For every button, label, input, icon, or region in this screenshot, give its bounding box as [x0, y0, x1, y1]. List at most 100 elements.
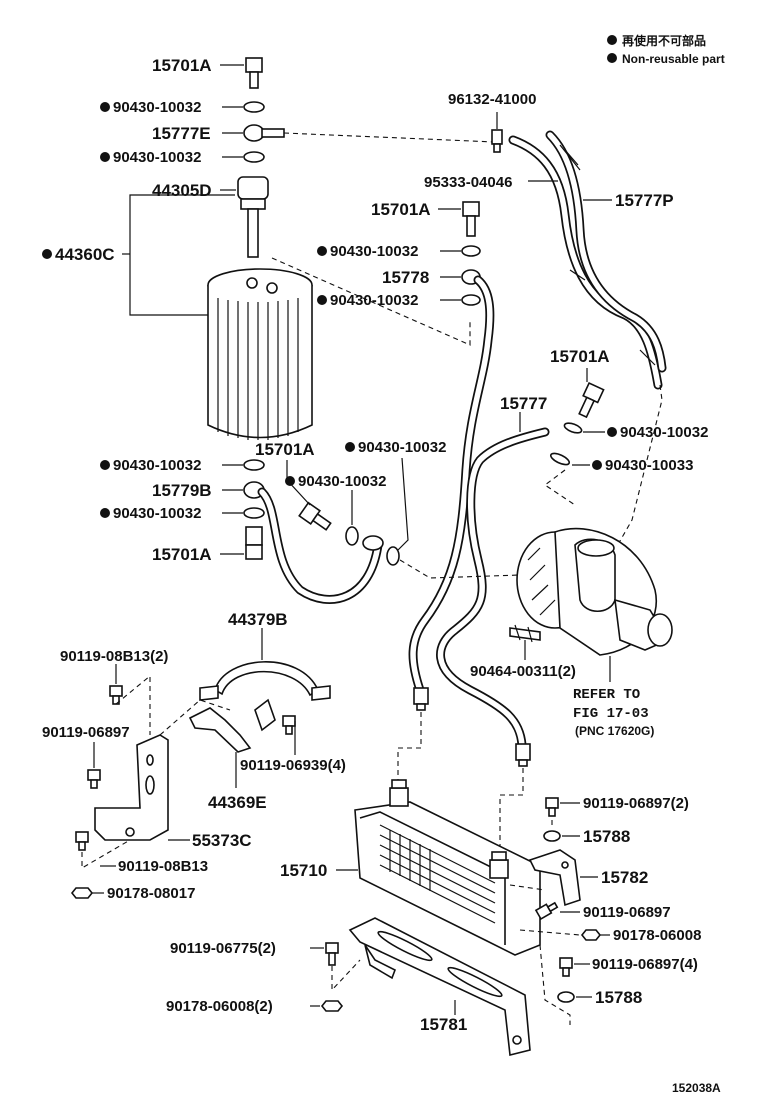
label-90119-06897-2[interactable]: 90119-06897(2) [583, 795, 689, 812]
label-15782[interactable]: 15782 [601, 868, 648, 887]
union-bolt-icon[interactable] [462, 201, 480, 237]
part-labels: 15701A 90430-10032 15777E 90430-10032 44… [42, 56, 721, 1095]
union-bolt-icon[interactable] [245, 526, 263, 560]
washer-icon[interactable] [461, 245, 481, 257]
non-reusable-marker-icon [100, 508, 110, 518]
nut-icon[interactable] [320, 1000, 344, 1012]
washer-icon[interactable] [243, 507, 265, 519]
label-15777[interactable]: 15777 [500, 394, 547, 413]
hose-clamp-icon[interactable] [491, 129, 503, 153]
label-15788[interactable]: 15788 [595, 988, 642, 1007]
label-96132-41000[interactable]: 96132-41000 [448, 91, 536, 108]
label-90430-10032[interactable]: 90430-10032 [620, 424, 708, 441]
union-bolt-icon[interactable] [576, 381, 605, 419]
label-90430-10032[interactable]: 90430-10032 [113, 457, 201, 474]
legend-en: Non-reusable part [622, 52, 725, 66]
washer-icon[interactable] [345, 526, 359, 546]
label-15701A[interactable]: 15701A [371, 200, 431, 219]
figure-id: 152038A [672, 1081, 721, 1095]
label-90430-10032[interactable]: 90430-10032 [330, 243, 418, 260]
union-bolt-icon[interactable] [245, 57, 263, 89]
washer-icon[interactable] [563, 421, 583, 435]
label-90119-06897[interactable]: 90119-06897 [42, 724, 130, 741]
hose-15779B[interactable] [257, 487, 384, 604]
label-44369E[interactable]: 44369E [208, 793, 267, 812]
washer-icon[interactable] [243, 459, 265, 471]
bolt-icon[interactable] [559, 957, 573, 977]
label-90178-08017[interactable]: 90178-08017 [107, 885, 195, 902]
washer-icon[interactable] [243, 101, 265, 113]
washer-icon[interactable] [461, 294, 481, 306]
label-90430-10032[interactable]: 90430-10032 [113, 99, 201, 116]
bracket-55373C[interactable] [94, 734, 169, 841]
label-90178-06008-2[interactable]: 90178-06008(2) [166, 998, 273, 1015]
union-bolt-icon[interactable] [298, 501, 333, 533]
non-reusable-marker-icon [317, 295, 327, 305]
label-15701A[interactable]: 15701A [152, 545, 212, 564]
bolt-icon[interactable] [109, 685, 123, 705]
label-15777E[interactable]: 15777E [152, 124, 211, 143]
washer-icon[interactable] [549, 451, 571, 467]
nut-icon[interactable] [580, 929, 602, 941]
refer-text-3[interactable]: (PNC 17620G) [575, 724, 654, 738]
label-15710[interactable]: 15710 [280, 861, 327, 880]
label-90178-06008[interactable]: 90178-06008 [613, 927, 701, 944]
label-90430-10032[interactable]: 90430-10032 [330, 292, 418, 309]
washer-icon[interactable] [557, 991, 575, 1003]
label-15778[interactable]: 15778 [382, 268, 429, 287]
refer-text-2[interactable]: FIG 17-03 [573, 706, 649, 722]
oil-pump-assembly[interactable] [516, 527, 673, 656]
label-90119-08B13[interactable]: 90119-08B13 [118, 858, 208, 875]
bolt-icon[interactable] [534, 900, 559, 921]
oil-filter-body[interactable] [207, 268, 313, 440]
bolt-icon[interactable] [282, 715, 296, 735]
label-15781[interactable]: 15781 [420, 1015, 467, 1034]
bracket-44369E[interactable] [188, 698, 276, 753]
washer-icon[interactable] [386, 546, 400, 566]
filter-cap-icon[interactable] [237, 176, 269, 258]
bolt-icon[interactable] [75, 831, 89, 851]
label-15701A[interactable]: 15701A [152, 56, 212, 75]
label-55373C[interactable]: 55373C [192, 831, 252, 850]
label-90119-06897-4[interactable]: 90119-06897(4) [592, 956, 698, 973]
bracket-15781[interactable] [348, 917, 531, 1056]
nut-icon[interactable] [70, 887, 94, 899]
refer-text-1[interactable]: REFER TO [573, 687, 640, 703]
bolt-icon[interactable] [545, 797, 559, 817]
oil-cooler-15710[interactable] [354, 779, 541, 956]
hose-15777[interactable] [436, 427, 550, 750]
union-fitting-icon[interactable] [243, 124, 285, 142]
label-44379B[interactable]: 44379B [228, 610, 288, 629]
label-90430-10033[interactable]: 90430-10033 [605, 457, 693, 474]
label-90430-10032[interactable]: 90430-10032 [113, 149, 201, 166]
label-95333-04046[interactable]: 95333-04046 [424, 174, 512, 191]
label-90119-06775[interactable]: 90119-06775(2) [170, 940, 276, 957]
label-44360C[interactable]: 44360C [55, 245, 115, 264]
non-reusable-marker-icon [42, 249, 52, 259]
bolt-icon[interactable] [325, 942, 339, 966]
label-15779B[interactable]: 15779B [152, 481, 212, 500]
band-44379B[interactable] [199, 661, 331, 701]
label-15701A[interactable]: 15701A [550, 347, 610, 366]
label-90119-06939[interactable]: 90119-06939(4) [240, 757, 346, 774]
label-90430-10032[interactable]: 90430-10032 [113, 505, 201, 522]
label-90430-10032[interactable]: 90430-10032 [298, 473, 386, 490]
bracket-15782[interactable] [528, 849, 581, 907]
hose-fitting-icon[interactable] [515, 743, 531, 767]
hose-fitting-icon[interactable] [413, 687, 429, 711]
washer-icon[interactable] [543, 830, 561, 842]
label-90464-00311[interactable]: 90464-00311(2) [470, 663, 576, 680]
washer-icon[interactable] [243, 151, 265, 163]
label-44305D[interactable]: 44305D [152, 181, 212, 200]
label-90119-08B13-2[interactable]: 90119-08B13(2) [60, 648, 168, 665]
hose-15777P[interactable] [508, 130, 667, 390]
label-15777P[interactable]: 15777P [615, 191, 674, 210]
hose-15778[interactable] [408, 275, 495, 695]
label-15788[interactable]: 15788 [583, 827, 630, 846]
label-15701A[interactable]: 15701A [255, 440, 315, 459]
label-90430-10032[interactable]: 90430-10032 [358, 439, 446, 456]
label-90119-06897[interactable]: 90119-06897 [583, 904, 671, 921]
hose-clip-icon[interactable] [509, 624, 541, 643]
bolt-icon[interactable] [87, 769, 101, 789]
